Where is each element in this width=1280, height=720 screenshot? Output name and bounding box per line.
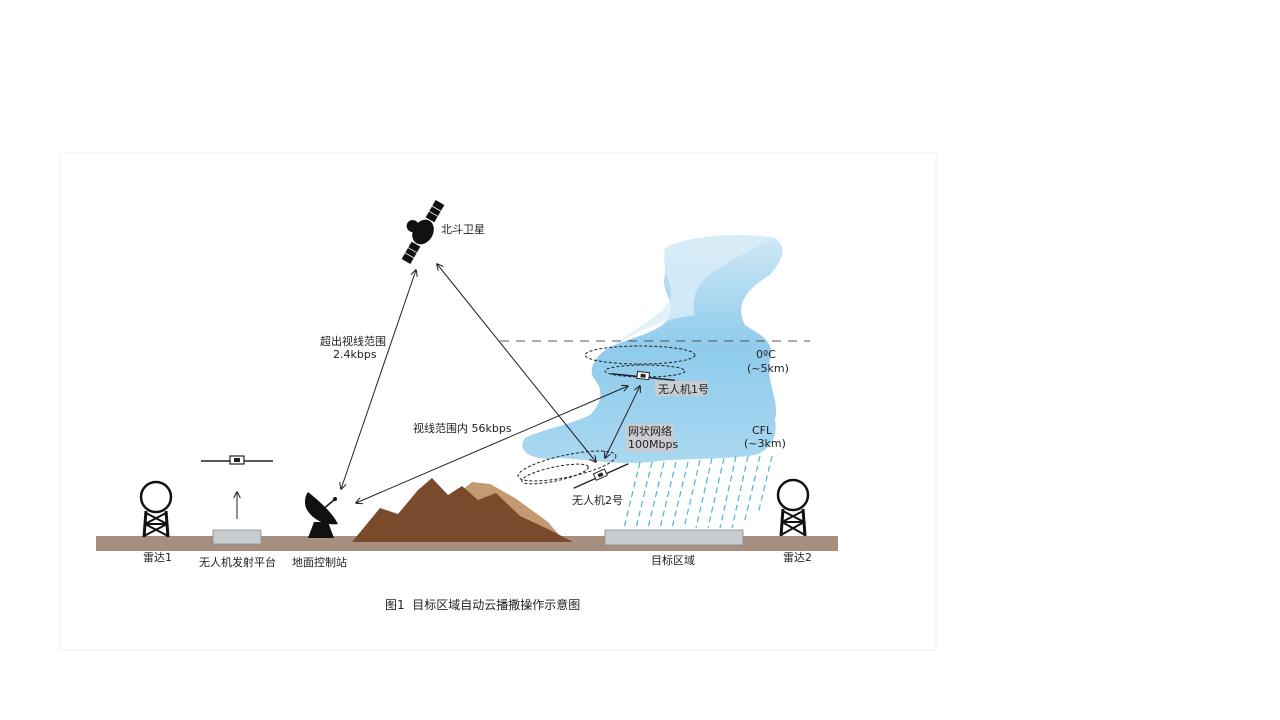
rain (623, 455, 773, 529)
label-zero-c: 0ºC (756, 348, 776, 361)
label-ground-station: 地面控制站 (292, 555, 347, 569)
uav-icon (201, 455, 273, 465)
label-radar1: 雷达1 (143, 551, 172, 564)
label-mesh: 网状网络 (628, 424, 672, 438)
figure-caption: 图1 目标区域自动云播撒操作示意图 (385, 597, 580, 612)
radar-tower-icon (139, 480, 173, 538)
label-launch-platform: 无人机发射平台 (199, 555, 276, 569)
label-cfl: CFL (752, 424, 773, 437)
label-cfl-height: (~3km) (744, 437, 786, 450)
link-ground-uav1 (356, 386, 628, 503)
label-mesh-rate: 100Mbps (628, 438, 678, 451)
mesh-tag-bg (626, 424, 674, 452)
label-beyond-los: 超出视线范围 (320, 334, 386, 348)
label-satellite: 北斗卫星 (441, 223, 485, 236)
label-target-area: 目标区域 (651, 553, 695, 567)
uav-icon (611, 370, 675, 382)
satellite-icon (401, 200, 445, 264)
link-satellite-ground (341, 270, 416, 489)
uav1-tag-bg (655, 381, 707, 396)
label-uav2: 无人机2号 (572, 493, 623, 507)
launch-platform-slab (212, 529, 262, 545)
label-zero-c-height: (~5km) (747, 362, 789, 375)
label-beyond-los-rate: 2.4kbps (333, 348, 377, 361)
label-uav1: 无人机1号 (658, 382, 709, 396)
storm-cloud (522, 235, 783, 463)
radar-tower-icon (776, 478, 810, 537)
figure-frame (59, 152, 937, 651)
label-radar2: 雷达2 (783, 551, 812, 564)
uav1-orbit (584, 345, 696, 365)
dish-antenna-icon (304, 492, 338, 538)
comm-links (341, 264, 640, 503)
label-los: 视线范围内 56kbps (413, 421, 512, 435)
link-uav1-uav2 (605, 386, 640, 458)
target-area-slab (604, 529, 744, 546)
